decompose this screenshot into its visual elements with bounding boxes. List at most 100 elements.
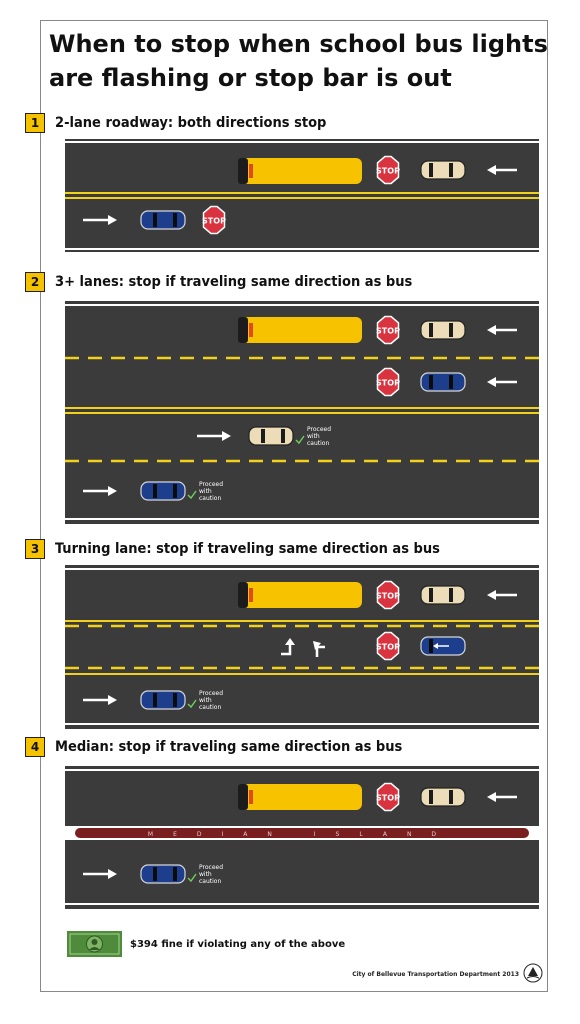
stop-sign-icon: STOP xyxy=(376,315,400,345)
center-double-yellow-line xyxy=(65,412,539,414)
city-seal-icon xyxy=(523,963,543,983)
stop-sign-icon: STOP xyxy=(202,205,226,235)
turn-arrow-icon xyxy=(281,644,292,656)
stop-sign-label: STOP xyxy=(376,794,400,803)
arrow-icon xyxy=(487,325,517,335)
dollar-bill-icon xyxy=(67,931,122,957)
fine-text: $394 fine if violating any of the above xyxy=(130,938,346,950)
arrow-icon xyxy=(83,486,117,496)
turn-arrow-icon xyxy=(313,641,321,650)
car-icon xyxy=(140,210,186,230)
stop-sign-icon: STOP xyxy=(376,782,400,812)
arrow-icon xyxy=(487,792,517,802)
median-island-label: MEDIAN ISLAND xyxy=(148,831,456,838)
check-icon xyxy=(187,699,197,709)
car-icon xyxy=(420,636,466,656)
section-title: 3+ lanes: stop if traveling same directi… xyxy=(55,274,413,290)
median-island xyxy=(75,828,529,838)
credit-text: City of Bellevue Transportation Departme… xyxy=(352,971,519,978)
stop-sign-icon: STOP xyxy=(376,155,400,185)
section-title: Median: stop if traveling same direction… xyxy=(55,739,403,755)
stop-sign-icon: STOP xyxy=(376,631,400,661)
title-line-2: are flashing or stop bar is out xyxy=(49,64,452,92)
stop-sign-label: STOP xyxy=(202,217,226,226)
car-icon xyxy=(420,585,466,605)
turn-arrow-icon xyxy=(285,638,295,645)
section-4-header: 4 Median: stop if traveling same directi… xyxy=(25,736,402,758)
svg-text:Proceed: Proceed xyxy=(199,481,223,488)
arrow-icon xyxy=(83,215,117,225)
check-icon xyxy=(187,873,197,883)
svg-text:with: with xyxy=(199,697,212,704)
svg-text:caution: caution xyxy=(307,440,329,447)
center-double-yellow-line xyxy=(65,407,539,409)
section-title: 2-lane roadway: both directions stop xyxy=(55,115,327,131)
page-title: When to stop when school bus lights are … xyxy=(49,27,548,95)
arrow-icon xyxy=(487,165,517,175)
road-edge-line xyxy=(65,903,539,905)
road-edge-line xyxy=(65,769,539,771)
stop-sign-label: STOP xyxy=(376,327,400,336)
poster: When to stop when school bus lights are … xyxy=(25,20,548,992)
road-edge-line xyxy=(65,141,539,143)
car-icon xyxy=(420,372,466,392)
road-edge-line xyxy=(65,304,539,306)
svg-text:Proceed: Proceed xyxy=(199,690,223,697)
stop-sign-label: STOP xyxy=(376,643,400,652)
road-scene-1: STOP STOP xyxy=(65,139,539,252)
arrow-icon xyxy=(487,590,517,600)
section-2-header: 2 3+ lanes: stop if traveling same direc… xyxy=(25,271,412,293)
center-double-yellow-line xyxy=(65,192,539,194)
stop-sign-label: STOP xyxy=(376,592,400,601)
section-number-badge: 1 xyxy=(25,113,45,133)
section-3-header: 3 Turning lane: stop if traveling same d… xyxy=(25,538,440,560)
school-bus-icon xyxy=(238,158,362,184)
svg-text:with: with xyxy=(199,871,212,878)
car-icon xyxy=(140,481,186,501)
stop-sign-label: STOP xyxy=(376,167,400,176)
road-edge-line xyxy=(65,568,539,570)
school-bus-icon xyxy=(238,784,362,810)
road-edge-line xyxy=(65,518,539,520)
school-bus-icon xyxy=(238,582,362,608)
svg-text:with: with xyxy=(199,488,212,495)
car-icon xyxy=(140,690,186,710)
check-icon xyxy=(295,435,305,445)
section-1-header: 1 2-lane roadway: both directions stop xyxy=(25,112,326,134)
section-number-badge: 3 xyxy=(25,539,45,559)
svg-text:caution: caution xyxy=(199,878,221,885)
section-number-badge: 2 xyxy=(25,272,45,292)
stop-sign-icon: STOP xyxy=(376,367,400,397)
car-icon xyxy=(420,320,466,340)
road-edge-line xyxy=(65,723,539,725)
arrow-icon xyxy=(83,695,117,705)
arrow-icon xyxy=(487,377,517,387)
section-number-badge: 4 xyxy=(25,737,45,757)
svg-text:Proceed: Proceed xyxy=(307,426,331,433)
center-double-yellow-line xyxy=(65,197,539,199)
svg-text:caution: caution xyxy=(199,704,221,711)
svg-text:caution: caution xyxy=(199,495,221,502)
fine-note: $394 fine if violating any of the above xyxy=(67,931,345,957)
title-line-1: When to stop when school bus lights xyxy=(49,30,548,58)
svg-text:Proceed: Proceed xyxy=(199,864,223,871)
check-icon xyxy=(187,490,197,500)
road-edge-line xyxy=(65,248,539,250)
section-title: Turning lane: stop if traveling same dir… xyxy=(55,541,440,557)
car-icon xyxy=(248,426,294,446)
svg-text:with: with xyxy=(307,433,320,440)
car-icon xyxy=(420,787,466,807)
arrow-icon xyxy=(197,431,231,441)
school-bus-icon xyxy=(238,317,362,343)
arrow-icon xyxy=(83,869,117,879)
car-icon xyxy=(140,864,186,884)
road-surface xyxy=(65,139,539,252)
turning-lane-solid-line xyxy=(65,673,539,675)
